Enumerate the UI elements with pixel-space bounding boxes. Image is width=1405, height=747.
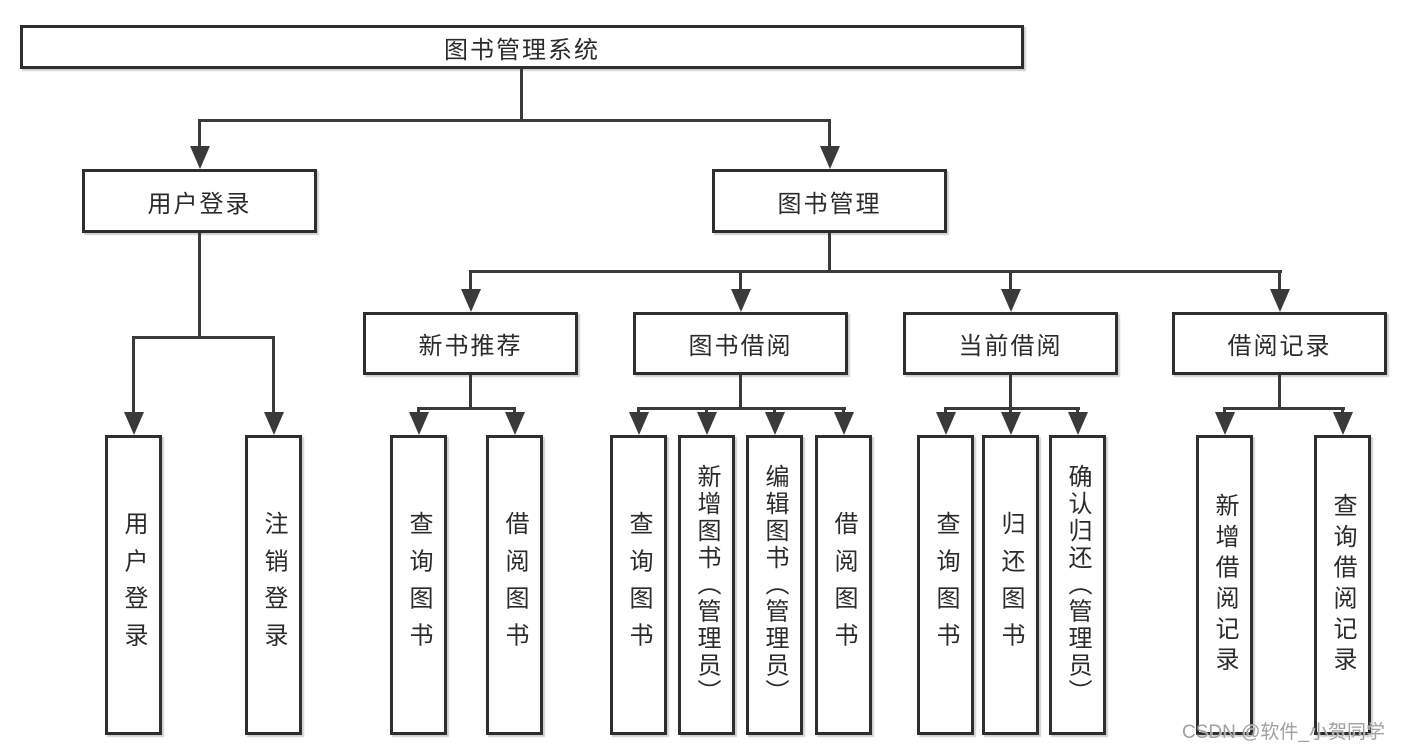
leaf-borrow-books: 借阅图书 xyxy=(486,435,543,735)
leaf-label: 查询图书 xyxy=(625,510,652,660)
connector-stem xyxy=(1009,375,1012,409)
connector-drop xyxy=(944,407,947,415)
connector-modules-split xyxy=(469,270,1282,273)
node-library-system-label: 图书管理系统 xyxy=(444,36,600,64)
leaf-label: 编辑图书（管理员） xyxy=(761,464,788,706)
leaf-label: 归还图书 xyxy=(997,510,1024,660)
arrow-down-icon xyxy=(1001,289,1021,312)
leaf-borrow-books: 借阅图书 xyxy=(815,435,872,735)
connector-drop xyxy=(1009,407,1012,415)
leaf-edit-books-admin: 编辑图书（管理员） xyxy=(746,435,803,735)
node-borrow-records-label: 借阅记录 xyxy=(1227,333,1332,360)
arrow-down-icon xyxy=(820,146,840,169)
connector-drop xyxy=(705,407,708,415)
connector-drop xyxy=(1009,270,1012,291)
connector-stem xyxy=(739,375,742,409)
watermark: CSDN @软件_小贺同学 xyxy=(1182,722,1385,743)
connector-root-stem xyxy=(520,69,523,122)
arrow-down-icon xyxy=(1068,412,1088,435)
leaf-add-borrow-record: 新增借阅记录 xyxy=(1196,435,1253,735)
node-book-management: 图书管理 xyxy=(712,169,947,233)
leaf-user-login: 用户登录 xyxy=(105,435,162,735)
connector-user-login-stem xyxy=(198,233,201,338)
node-new-book-recommend: 新书推荐 xyxy=(363,312,578,375)
arrow-down-icon xyxy=(505,412,525,435)
connector-drop xyxy=(1278,270,1281,291)
node-new-book-recommend-label: 新书推荐 xyxy=(418,333,523,360)
arrow-down-icon xyxy=(190,146,210,169)
leaf-return-books: 归还图书 xyxy=(982,435,1039,735)
node-book-management-label: 图书管理 xyxy=(777,190,882,218)
node-current-borrow: 当前借阅 xyxy=(903,312,1118,375)
leaf-query-books: 查询图书 xyxy=(610,435,667,735)
leaf-query-books: 查询图书 xyxy=(390,435,447,735)
connector-split xyxy=(944,407,1080,410)
leaf-label: 查询图书 xyxy=(405,510,432,660)
connector-book-mgmt-stem xyxy=(828,233,831,273)
connector-drop xyxy=(469,270,472,291)
connector-drop xyxy=(272,336,275,414)
leaf-label: 借阅图书 xyxy=(501,510,528,660)
leaf-add-books-admin: 新增图书（管理员） xyxy=(678,435,735,735)
node-current-borrow-label: 当前借阅 xyxy=(958,333,1063,360)
node-book-borrow-label: 图书借阅 xyxy=(688,333,793,360)
arrow-down-icon xyxy=(1270,289,1290,312)
arrow-down-icon xyxy=(697,412,717,435)
connector-split xyxy=(417,407,516,410)
node-borrow-records: 借阅记录 xyxy=(1172,312,1387,375)
connector-drop xyxy=(132,336,135,414)
arrow-down-icon xyxy=(409,412,429,435)
connector-drop xyxy=(1076,407,1079,415)
leaf-label: 确认归还（管理员） xyxy=(1064,464,1091,706)
connector-drop xyxy=(513,407,516,415)
connector-stem xyxy=(1278,375,1281,409)
arrow-down-icon xyxy=(264,412,284,435)
arrow-down-icon xyxy=(731,289,751,312)
arrow-down-icon xyxy=(124,412,144,435)
connector-drop xyxy=(637,407,640,415)
connector-drop xyxy=(773,407,776,415)
connector-drop xyxy=(842,407,845,415)
leaf-query-books: 查询图书 xyxy=(917,435,974,735)
arrow-down-icon xyxy=(1333,412,1353,435)
connector-drop xyxy=(1341,407,1344,415)
leaf-label: 用户登录 xyxy=(120,510,147,660)
leaf-label: 查询图书 xyxy=(932,510,959,660)
arrow-down-icon xyxy=(461,289,481,312)
node-user-login: 用户登录 xyxy=(82,169,317,233)
leaf-logout: 注销登录 xyxy=(245,435,302,735)
connector-drop-user-login xyxy=(198,119,201,148)
leaf-confirm-return-admin: 确认归还（管理员） xyxy=(1049,435,1106,735)
connector-stem xyxy=(469,375,472,409)
leaf-query-borrow-record: 查询借阅记录 xyxy=(1314,435,1371,735)
connector-drop xyxy=(417,407,420,415)
connector-split xyxy=(1223,407,1345,410)
leaf-label: 查询借阅记录 xyxy=(1329,492,1356,678)
connector-drop-book-mgmt xyxy=(828,119,831,148)
arrow-down-icon xyxy=(1215,412,1235,435)
leaf-label: 借阅图书 xyxy=(830,510,857,660)
node-book-borrow: 图书借阅 xyxy=(633,312,848,375)
leaf-label: 注销登录 xyxy=(260,510,287,660)
leaf-label: 新增借阅记录 xyxy=(1211,492,1238,678)
connector-root-split xyxy=(198,119,831,122)
arrow-down-icon xyxy=(936,412,956,435)
leaf-label: 新增图书（管理员） xyxy=(693,464,720,706)
node-library-system: 图书管理系统 xyxy=(20,25,1024,69)
connector-drop xyxy=(739,270,742,291)
arrow-down-icon xyxy=(1001,412,1021,435)
connector-drop xyxy=(1223,407,1226,415)
node-user-login-label: 用户登录 xyxy=(147,190,252,218)
arrow-down-icon xyxy=(629,412,649,435)
connector-user-login-split xyxy=(132,336,275,339)
connector-split xyxy=(637,407,846,410)
arrow-down-icon xyxy=(765,412,785,435)
arrow-down-icon xyxy=(834,412,854,435)
